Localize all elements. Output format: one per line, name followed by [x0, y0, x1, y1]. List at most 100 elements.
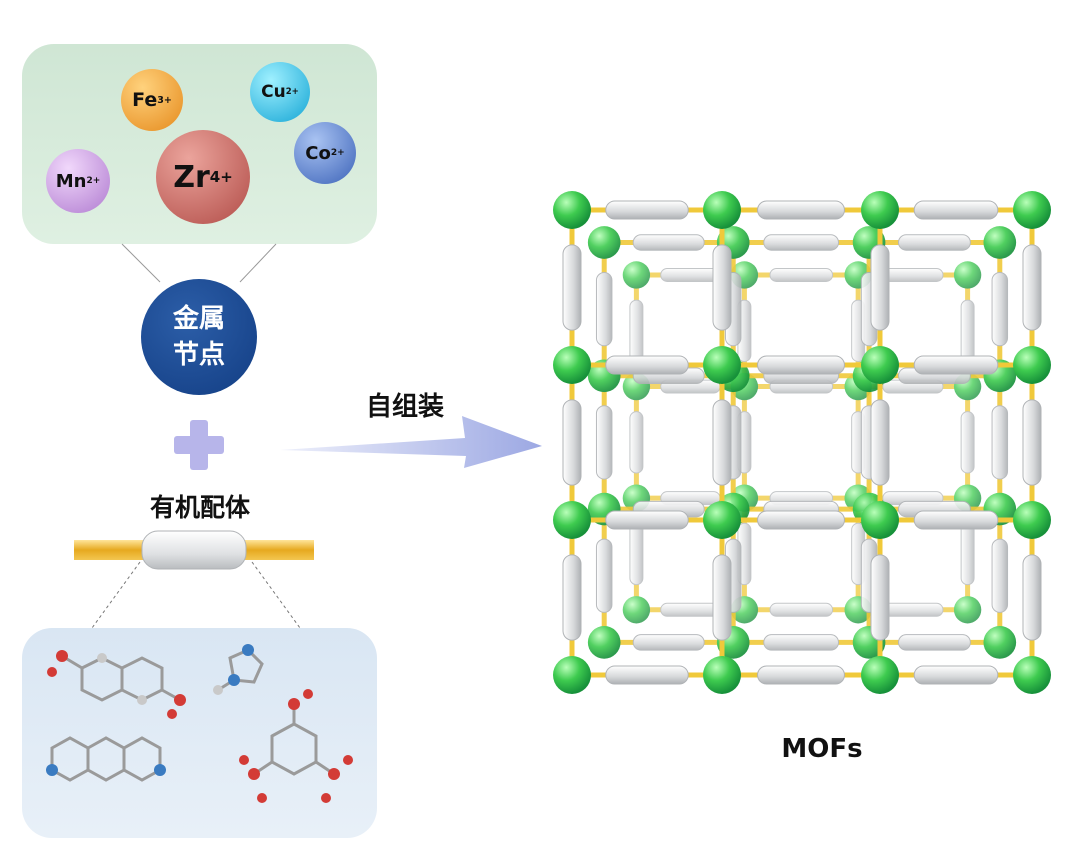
molecule-3-ring-2	[86, 736, 126, 782]
mof-front-linker-v	[1022, 399, 1042, 486]
mof-front-linker-v	[1022, 554, 1042, 641]
mof-back-grid	[622, 261, 982, 624]
connector-line-left	[121, 243, 161, 283]
mof-back-linker-v	[960, 299, 975, 362]
mof-back-linker-h	[660, 267, 721, 282]
mof-front-node	[553, 191, 591, 229]
ligand-molecules-panel	[22, 628, 377, 838]
co-ion-symbol: Co	[305, 142, 331, 164]
mof-front-node	[861, 191, 899, 229]
molecule-drawings	[46, 644, 353, 803]
mof-front-linker-h	[605, 510, 689, 530]
ligand-rod	[74, 530, 314, 570]
mof-back-node	[622, 596, 651, 624]
mof-back-node	[953, 596, 982, 624]
mof-front-linker-h	[913, 510, 999, 530]
mof-back-linker-h	[882, 267, 944, 282]
mn-ion-symbol: Mn	[55, 170, 87, 192]
mof-mid-linker-h	[632, 634, 705, 651]
mof-mid-linker-h	[632, 234, 705, 251]
organic-ligand-label: 有机配体	[149, 493, 250, 522]
molecule-3-ring-1	[50, 736, 90, 782]
ligand-zoom-line-left	[91, 561, 141, 629]
mof-front-node	[861, 501, 899, 539]
mof-front-node	[1013, 501, 1051, 539]
mof-mid-node	[587, 226, 621, 259]
mof-front-node	[553, 346, 591, 384]
cu-ion-charge: 2+	[285, 87, 299, 97]
zr-ion-symbol: Zr	[173, 159, 210, 195]
mof-mid-linker-v	[991, 271, 1009, 347]
mof-front-linker-h	[757, 665, 845, 685]
mof-front-node	[861, 346, 899, 384]
mof-back-linker-v	[960, 522, 975, 586]
mof-front-linker-h	[757, 355, 845, 375]
mof-mid-linker-h	[763, 234, 840, 251]
mof-front-linker-v	[870, 399, 890, 486]
mof-back-linker-h	[769, 267, 834, 282]
mof-mid-node	[587, 626, 621, 659]
connector-line-right	[239, 243, 277, 283]
mof-back-linker-h	[882, 602, 944, 617]
mof-mid-linker-h	[897, 634, 971, 651]
mof-front-node	[703, 656, 741, 694]
mof-front-node	[1013, 656, 1051, 694]
mof-mid-linker-h	[763, 634, 840, 651]
mof-back-node	[622, 261, 651, 289]
mof-back-linker-v	[629, 522, 644, 586]
mof-back-linker-h	[660, 602, 721, 617]
mof-mid-linker-v	[595, 271, 613, 347]
mof-front-linker-h	[913, 665, 999, 685]
mof-back-linker-v	[629, 299, 644, 362]
mof-front-linker-v	[712, 244, 732, 331]
co-ion-charge: 2+	[330, 148, 345, 158]
fe-ion-symbol: Fe	[132, 89, 158, 111]
mof-front-linker-v	[712, 399, 732, 486]
mof-front-linker-v	[712, 554, 732, 641]
mof-front-linker-v	[562, 244, 582, 331]
mof-front-linker-v	[562, 554, 582, 641]
mof-back-linker-v	[629, 411, 644, 474]
molecule-1-ring-1	[80, 656, 124, 702]
self-assembly-label: 自组装	[365, 392, 444, 422]
mn-ion-charge: 2+	[86, 176, 101, 186]
zr-ion-charge: 4+	[209, 168, 233, 186]
mof-front-linker-h	[757, 200, 845, 220]
mof-mid-linker-v	[595, 538, 613, 613]
mof-front-linker-h	[913, 200, 999, 220]
mof-front-node	[553, 656, 591, 694]
mof-back-layer	[587, 226, 1017, 659]
mof-front-linker-h	[757, 510, 845, 530]
plus-sign-horizontal	[174, 436, 224, 454]
mof-mid-linker-v	[991, 405, 1009, 480]
mof-front-grid	[553, 191, 1051, 694]
mofs-label: MOFs	[781, 734, 863, 764]
mof-back-linker-h	[769, 602, 834, 617]
mof-mid-linker-v	[595, 405, 613, 480]
mof-front-linker-v	[870, 244, 890, 331]
mof-framework	[553, 191, 1051, 694]
fe-ion-charge: 3+	[157, 94, 172, 106]
mof-front-node	[703, 501, 741, 539]
mof-front-linker-v	[870, 554, 890, 641]
mof-front-node	[1013, 191, 1051, 229]
mof-front-node	[1013, 346, 1051, 384]
mof-front-linker-v	[562, 399, 582, 486]
mof-front-node	[553, 501, 591, 539]
mof-mid-linker-h	[897, 234, 971, 251]
mof-front-layer	[553, 191, 1051, 694]
molecule-3-ring-3	[122, 736, 162, 782]
mof-front-node	[703, 191, 741, 229]
mof-back-linker-v	[960, 411, 975, 474]
mof-front-linker-h	[605, 355, 689, 375]
metal-node-circle: 金属 节点	[141, 279, 257, 395]
molecule-1-ring-2	[120, 656, 164, 702]
ligand-zoom-line-right	[251, 561, 301, 629]
